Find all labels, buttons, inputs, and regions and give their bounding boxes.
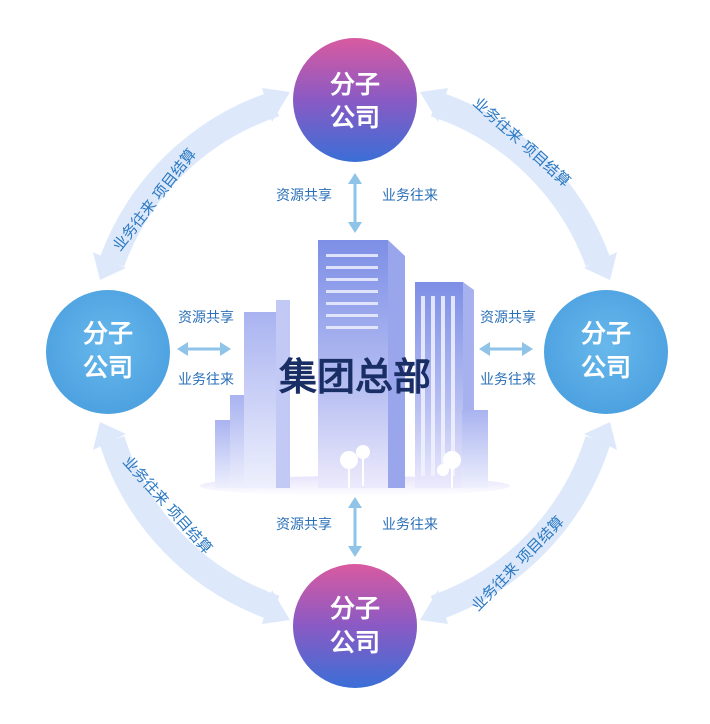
hq-title: 集团总部 (278, 355, 431, 399)
link-bottom-label-a: 资源共享 (276, 516, 332, 533)
node-left: 分子 公司 (46, 290, 170, 414)
arc-arrow-bottom-right (420, 422, 617, 624)
node-left-line2: 公司 (83, 353, 133, 382)
arc-label-bottom-right: 业务往来 项目结算 (468, 513, 568, 615)
hq-building-illustration (200, 240, 510, 496)
node-bottom-line2: 公司 (330, 628, 380, 657)
arc-arrow-top-right (420, 88, 617, 280)
arc-label-top-right: 业务往来 项目结算 (469, 94, 574, 191)
link-top-label-a: 资源共享 (276, 187, 332, 204)
node-right-line1: 分子 (581, 319, 631, 348)
link-bottom-label-b: 业务往来 (382, 517, 438, 533)
node-top-line2: 公司 (330, 103, 380, 132)
link-arrow-left (177, 342, 231, 356)
link-arrow-top (348, 173, 362, 233)
link-right-label-a: 资源共享 (480, 309, 536, 326)
node-top: 分子 公司 (293, 38, 417, 162)
link-left-label-b: 业务往来 (178, 372, 234, 388)
node-right: 分子 公司 (544, 290, 668, 414)
node-bottom: 分子 公司 (293, 564, 417, 688)
node-left-line1: 分子 (83, 319, 133, 348)
link-left-label-a: 资源共享 (178, 309, 234, 326)
link-right-label-b: 业务往来 (480, 372, 536, 388)
node-top-line1: 分子 (330, 70, 380, 99)
node-bottom-line1: 分子 (330, 594, 380, 623)
arc-arrow-bottom-left (93, 422, 290, 624)
node-right-line2: 公司 (581, 353, 631, 382)
link-arrow-bottom (348, 497, 362, 557)
link-top-label-b: 业务往来 (382, 188, 438, 204)
link-arrow-right (479, 342, 533, 356)
arc-label-top-left: 业务往来 项目结算 (109, 145, 200, 254)
arc-arrow-top-left (93, 88, 290, 280)
